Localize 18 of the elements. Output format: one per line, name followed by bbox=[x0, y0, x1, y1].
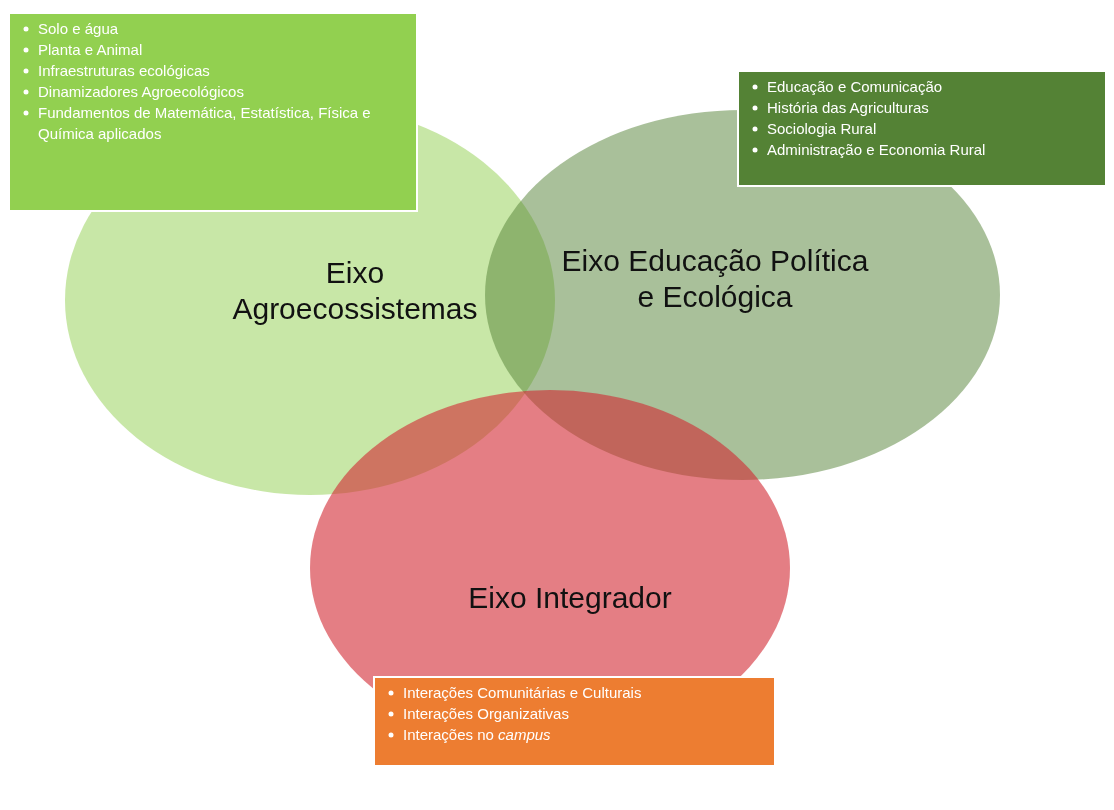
list-item: Interações Comunitárias e Culturais bbox=[403, 684, 642, 701]
bullet-list-box bbox=[373, 676, 776, 767]
list-item: Planta e Animal bbox=[38, 41, 143, 58]
list-item: Fundamentos de Matemática, Estatística, Física e Química aplicados bbox=[38, 104, 371, 142]
circle-label: Eixo Integrador bbox=[467, 580, 673, 616]
list-item: Infraestruturas ecológicas bbox=[38, 62, 210, 79]
list-item: Sociologia Rural bbox=[767, 120, 877, 137]
list-item: Solo e água bbox=[38, 20, 119, 37]
list-item: Interações no campus bbox=[403, 726, 551, 743]
circle-label: Eixo Educação Política e Ecológica bbox=[560, 243, 870, 315]
list-item: Educação e Comunicação bbox=[767, 78, 943, 95]
list-item: Interações Organizativas bbox=[403, 705, 569, 722]
circle-label: Eixo Agroecossistemas bbox=[231, 255, 479, 327]
list-item: Dinamizadores Agroecológicos bbox=[38, 83, 244, 100]
list-item: Administração e Economia Rural bbox=[767, 141, 986, 158]
bullet-list-box bbox=[8, 12, 418, 212]
bullet-list-box bbox=[737, 70, 1107, 187]
list-item: História das Agriculturas bbox=[767, 99, 929, 116]
